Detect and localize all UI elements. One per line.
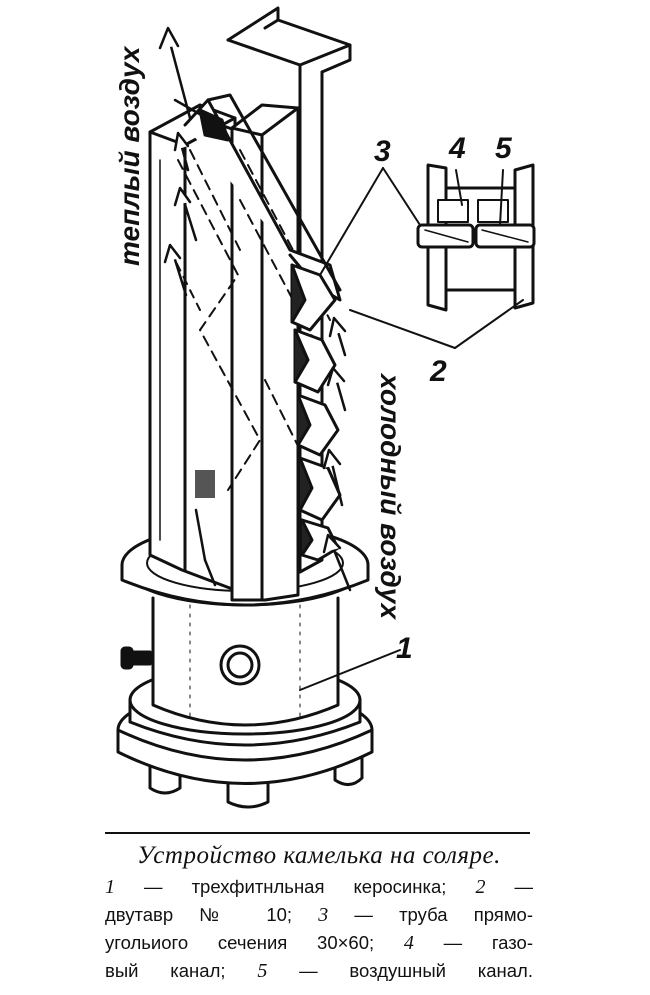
label-3: 3 [374, 135, 391, 168]
caption-num-3: 3 [318, 904, 329, 926]
caption-num-1: 1 [105, 876, 115, 898]
caption-num-5: 5 [257, 960, 268, 982]
caption-text-3a: угольиого сечения 30×60; [105, 932, 404, 953]
label-4: 4 [449, 132, 466, 165]
cross-section-inset [416, 163, 536, 312]
warm-air-label: теплый воздух [114, 46, 145, 266]
caption-text-2b: — труба прямо- [328, 904, 533, 925]
stove-diagram: 3 4 5 2 1 теплый воздух холодный воздух [114, 6, 536, 809]
caption-num-2: 2 [475, 876, 486, 898]
label-1: 1 [396, 632, 413, 665]
cold-air-label: холодный воздух [375, 374, 406, 620]
caption-text-1a: — трехфитнльная керосинка; [115, 876, 476, 897]
caption-title: Устройство камелька на соляре. [137, 842, 501, 869]
cold-air-arrows [322, 316, 352, 592]
caption-text-4b: — воздушный канал. [267, 960, 533, 981]
label-2: 2 [430, 355, 447, 388]
caption-line-4: вый канал; 5 — воздушный канал. [105, 957, 533, 985]
caption-line-3: угольиого сечения 30×60; 4 — газо- [105, 929, 533, 957]
warm-air-arrows [158, 26, 217, 587]
i-beam-left [148, 103, 237, 592]
caption-text-4a: вый канал; [105, 960, 258, 981]
figure-caption: Устройство камелька на соляре. 1 — трехф… [105, 842, 533, 985]
label-5: 5 [495, 132, 512, 165]
caption-text-2a: двутавр № 10; [105, 904, 319, 925]
caption-line-2: двутавр № 10; 3 — труба прямо- [105, 901, 533, 929]
leader-lines [299, 167, 524, 691]
caption-line-1: 1 — трехфитнльная керосинка; 2 — [105, 873, 533, 901]
caption-num-4: 4 [403, 932, 414, 954]
caption-text-1b: — [485, 876, 533, 897]
caption-text-3b: — газо- [413, 932, 533, 953]
caption-rule [105, 832, 530, 834]
diagram-drawing [116, 6, 536, 809]
